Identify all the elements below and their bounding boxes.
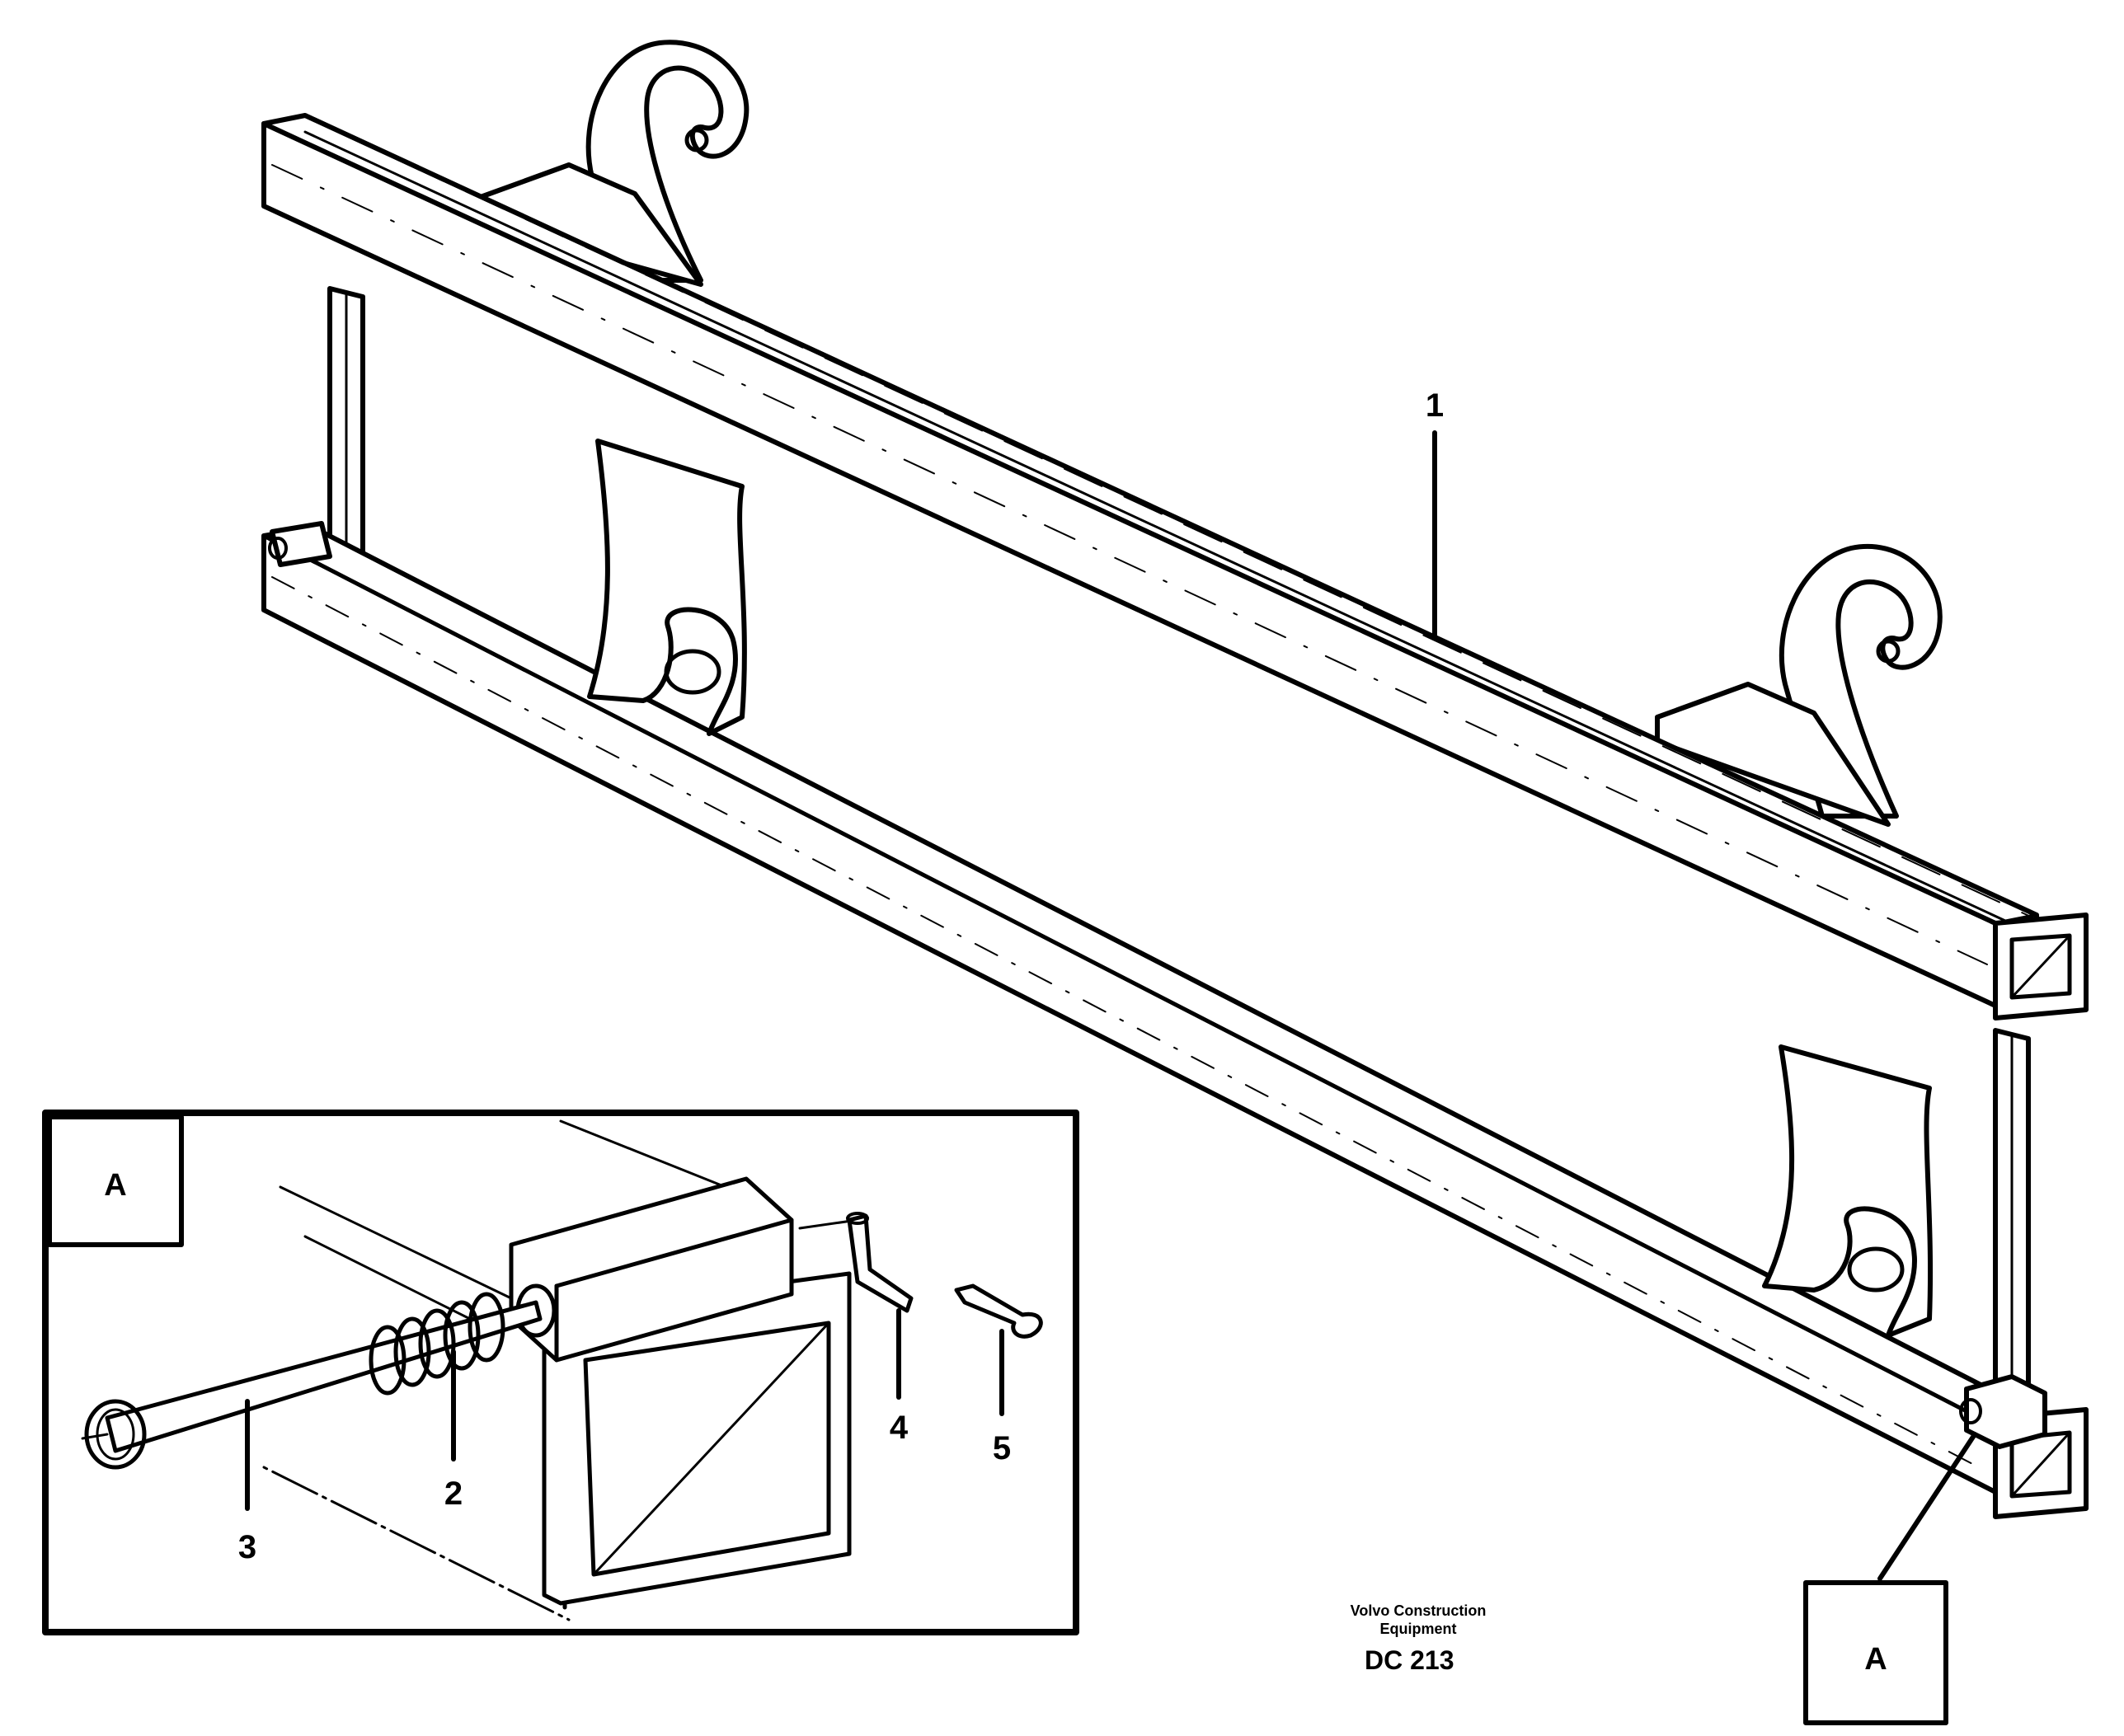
lock-detail-drawing <box>81 1119 1043 1621</box>
retaining-clip <box>954 1283 1043 1339</box>
detail-reference-label: A <box>1864 1642 1887 1677</box>
spring-coils <box>369 1292 505 1396</box>
frame-assembly <box>261 40 2089 1519</box>
bent-pin <box>846 1212 914 1313</box>
callout-5-label: 5 <box>993 1430 1011 1466</box>
detail-inset <box>42 1110 1079 1635</box>
detail-label-box <box>47 1114 184 1247</box>
callout-2-label: 2 <box>444 1476 463 1512</box>
callout-1-label: 1 <box>1426 387 1444 424</box>
detail-leader <box>1877 1432 1977 1581</box>
credit-line-1: Volvo Construction <box>1351 1602 1487 1619</box>
credit-line-2: Equipment <box>1380 1621 1457 1637</box>
detail-reference-box <box>1803 1580 1948 1725</box>
detail-label: A <box>104 1168 126 1203</box>
drawing-code: DC 213 <box>1365 1645 1454 1675</box>
callout-4-label: 4 <box>890 1410 909 1446</box>
callout-3-label: 3 <box>238 1529 256 1565</box>
